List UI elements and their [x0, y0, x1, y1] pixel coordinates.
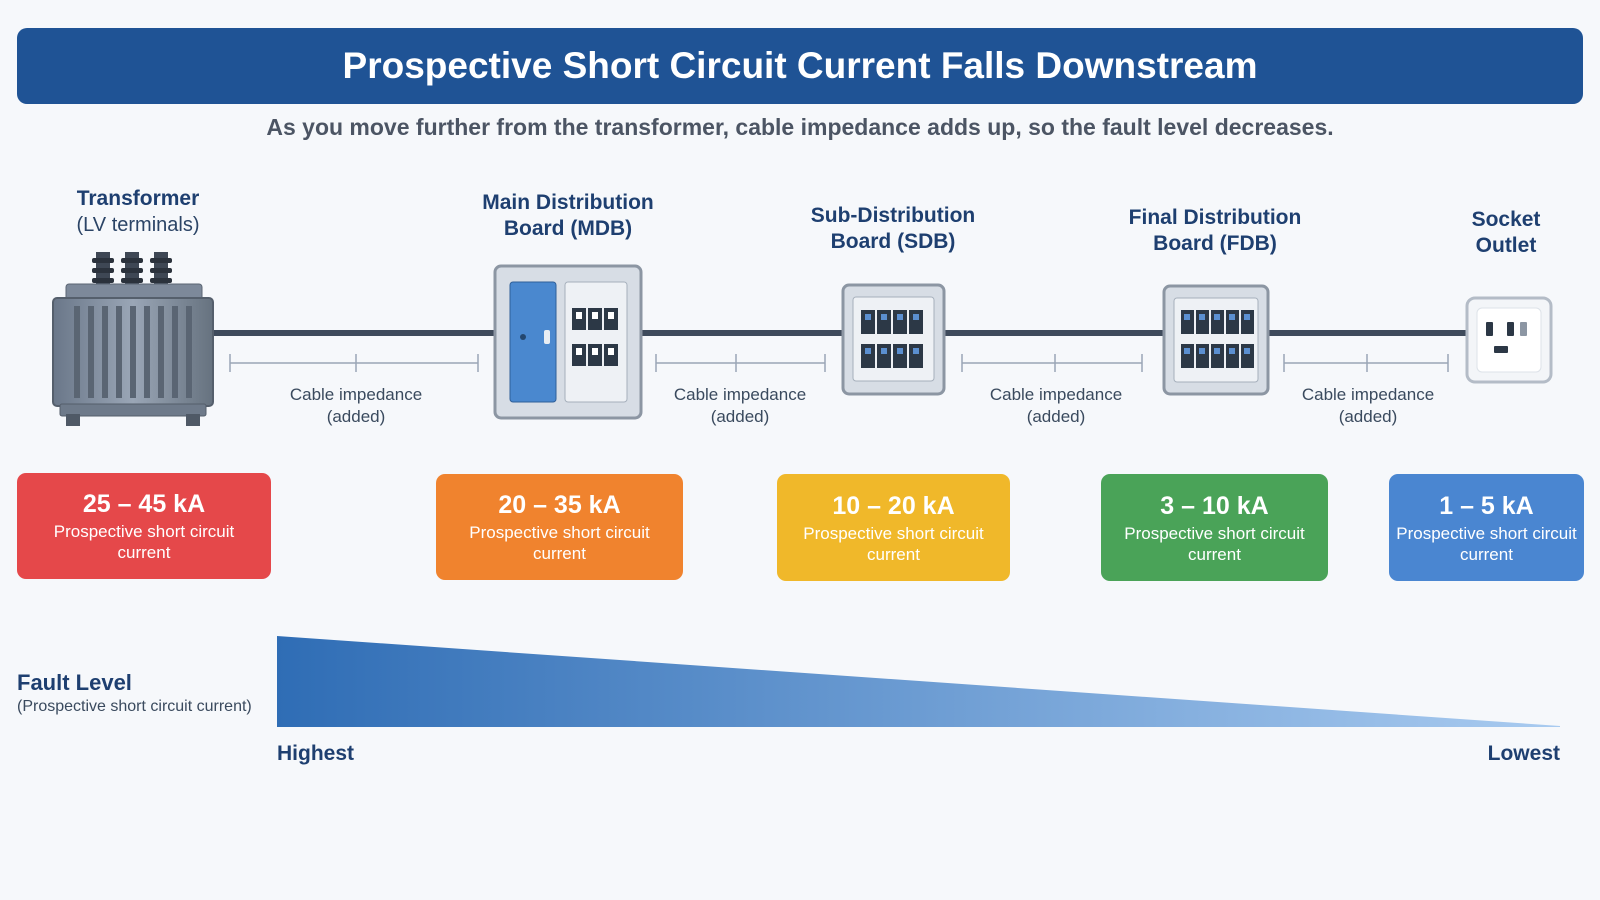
fault-level-gradient — [277, 636, 1560, 727]
page-title: Prospective Short Circuit Current Falls … — [342, 45, 1258, 86]
transformer-label: Transformer (LV terminals) — [38, 186, 238, 238]
sdb-label-line1: Sub-Distribution — [810, 204, 976, 227]
cable-dimension-markers — [229, 354, 1449, 372]
fault-level-title: Fault Level — [17, 670, 132, 695]
transformer-name: Transformer — [76, 187, 200, 210]
cable-impedance-sub: (added) — [326, 407, 386, 426]
cable-impedance-text: Cable impedance — [673, 385, 807, 404]
socket-outlet-icon — [1465, 296, 1553, 384]
fault-value: 20 – 35 kA — [498, 491, 621, 519]
mdb-label-line1: Main Distribution — [482, 191, 654, 214]
lowest-label: Lowest — [1487, 742, 1560, 765]
cable-impedance-sub: (added) — [710, 407, 770, 426]
sdb-label: Sub-Distribution Board (SDB) — [773, 203, 1013, 255]
fault-value: 25 – 45 kA — [82, 490, 206, 518]
sdb-panel-icon — [841, 283, 946, 396]
cable-impedance-text: Cable impedance — [989, 385, 1123, 404]
cable-impedance-label-2: Cable impedance (added) — [660, 384, 820, 428]
cable-impedance-label-4: Cable impedance (added) — [1288, 384, 1448, 428]
cable-impedance-sub: (added) — [1026, 407, 1086, 426]
fdb-label: Final Distribution Board (FDB) — [1095, 205, 1335, 257]
socket-label: Socket Outlet — [1446, 207, 1566, 259]
mdb-panel-icon — [493, 264, 643, 420]
sdb-label-line2: Board (SDB) — [830, 230, 956, 253]
fault-value: 1 – 5 kA — [1439, 491, 1534, 520]
socket-label-line2: Outlet — [1475, 234, 1537, 257]
transformer-sub: (LV terminals) — [76, 214, 200, 236]
cable-impedance-sub: (added) — [1338, 407, 1398, 426]
fault-level-subtitle: (Prospective short circuit current) — [17, 698, 252, 715]
cable-impedance-text: Cable impedance — [1301, 385, 1435, 404]
fdb-panel-icon — [1162, 284, 1270, 396]
cable-impedance-text: Cable impedance — [289, 385, 423, 404]
highest-label: Highest — [277, 742, 355, 765]
mdb-label-line2: Board (MDB) — [503, 217, 633, 240]
cable-impedance-label-1: Cable impedance (added) — [276, 384, 436, 428]
fault-value: 3 – 10 kA — [1160, 491, 1269, 520]
socket-label-line1: Socket — [1471, 208, 1541, 231]
fdb-label-line2: Board (FDB) — [1153, 232, 1277, 255]
transformer-icon — [52, 252, 214, 426]
mdb-label: Main Distribution Board (MDB) — [448, 190, 688, 242]
fdb-label-line1: Final Distribution — [1128, 206, 1302, 229]
page-subtitle: As you move further from the transformer… — [266, 114, 1334, 140]
title-banner: Prospective Short Circuit Current Falls … — [17, 28, 1583, 104]
fault-value: 10 – 20 kA — [832, 491, 955, 520]
cable-impedance-label-3: Cable impedance (added) — [976, 384, 1136, 428]
